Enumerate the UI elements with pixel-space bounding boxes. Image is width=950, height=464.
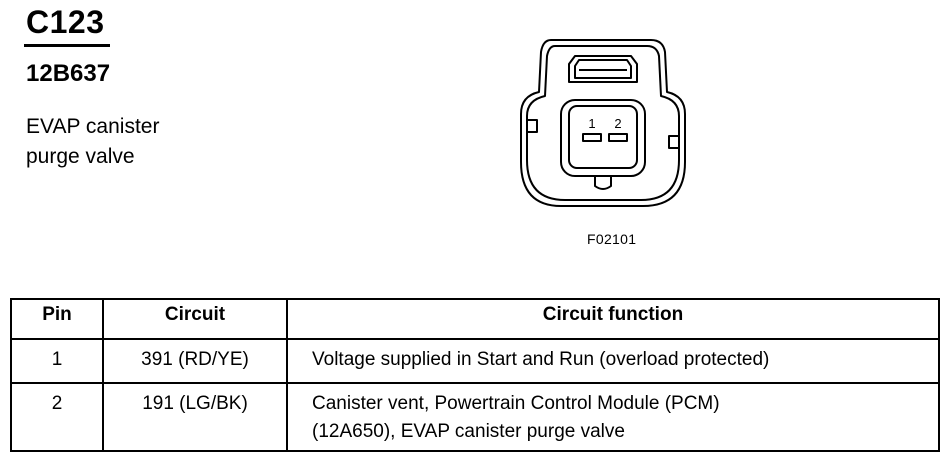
- cell-function: Voltage supplied in Start and Run (overl…: [286, 338, 940, 384]
- connector-outer-housing: [520, 39, 686, 207]
- connector-cavity: [560, 99, 646, 177]
- connector-latch: [568, 55, 638, 83]
- description-line: EVAP canister: [26, 115, 160, 138]
- pin-label-2: 2: [614, 116, 621, 131]
- part-number: 12B637: [26, 60, 111, 87]
- connector-left-key: [527, 119, 538, 133]
- connector-inner-housing: [526, 45, 680, 201]
- cell-pin: 1: [10, 338, 104, 384]
- connector-right-key: [668, 135, 679, 149]
- function-line: Canister vent, Powertrain Control Module…: [312, 393, 720, 414]
- table-row: 2 191 (LG/BK) Canister vent, Powertrain …: [10, 382, 940, 452]
- connector-description: EVAP canister purge valve: [26, 112, 159, 172]
- header-function: Circuit function: [286, 298, 940, 340]
- cell-circuit: 191 (LG/BK): [102, 382, 288, 452]
- pin-table: Pin Circuit Circuit function 1 391 (RD/Y…: [10, 298, 940, 452]
- figure-code: F02101: [587, 231, 637, 247]
- connector-id-underline: [24, 44, 110, 47]
- pin-label-1: 1: [588, 116, 595, 131]
- function-line: Voltage supplied in Start and Run (overl…: [312, 349, 770, 370]
- table-header-row: Pin Circuit Circuit function: [10, 298, 940, 340]
- table-row: 1 391 (RD/YE) Voltage supplied in Start …: [10, 338, 940, 384]
- header-circuit: Circuit: [102, 298, 288, 340]
- connector-bottom-notch: [594, 176, 612, 190]
- cell-circuit: 391 (RD/YE): [102, 338, 288, 384]
- header-pin: Pin: [10, 298, 104, 340]
- cell-function: Canister vent, Powertrain Control Module…: [286, 382, 940, 452]
- function-line: (12A650), EVAP canister purge valve: [312, 421, 625, 442]
- connector-id: C123: [26, 4, 105, 40]
- description-line: purge valve: [26, 145, 135, 168]
- terminal-1: [582, 133, 602, 142]
- cell-pin: 2: [10, 382, 104, 452]
- terminal-2: [608, 133, 628, 142]
- connector-face-diagram: 1 2: [520, 39, 686, 207]
